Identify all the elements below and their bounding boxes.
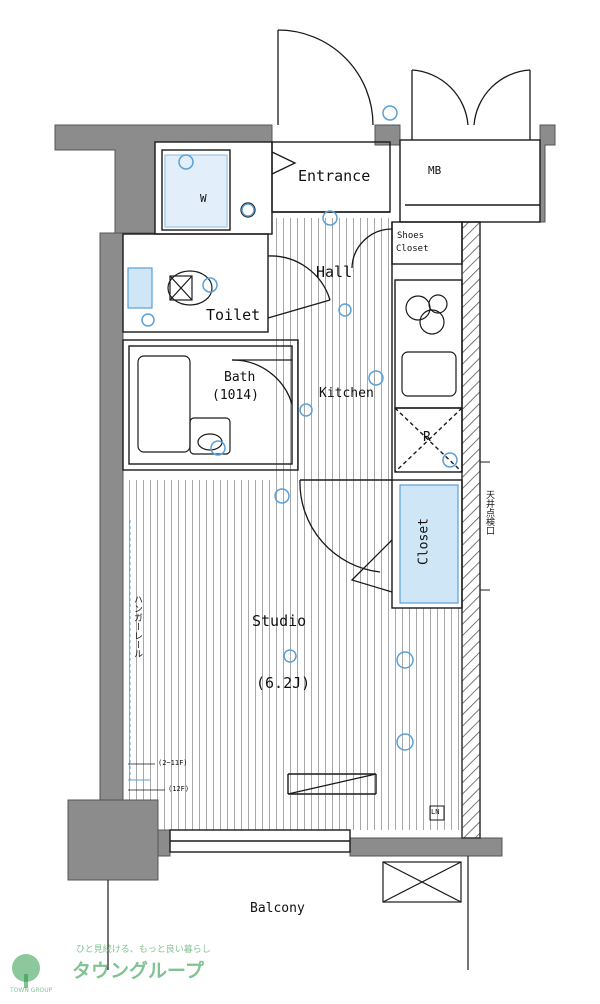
brand-subname: TOWN GROUP bbox=[10, 987, 53, 994]
label-floor-range-2: (12F) bbox=[168, 785, 190, 793]
brand-tagline: ひと見続ける、もっと良い暮らし bbox=[76, 945, 211, 955]
label-studio-size: (6.2J) bbox=[256, 674, 311, 692]
hall-floor bbox=[272, 218, 392, 480]
label-hall: Hall bbox=[316, 263, 353, 281]
brand-logo: ひと見続ける、もっと良い暮らし タウングループ TOWN GROUP bbox=[4, 944, 254, 1000]
interior-walls bbox=[122, 139, 541, 853]
balcony-outline bbox=[107, 856, 469, 970]
lights bbox=[141, 105, 458, 751]
label-studio: Studio bbox=[252, 612, 307, 630]
label-floor-range-1: (2~11F) bbox=[158, 759, 188, 767]
label-kitchen: Kitchen bbox=[319, 386, 374, 401]
label-ln: LN bbox=[431, 808, 440, 816]
studio-floor bbox=[123, 480, 461, 830]
exterior-walls bbox=[54, 124, 556, 881]
label-ceiling-storage: 天井点検口 bbox=[484, 490, 494, 535]
label-shoes: Shoes bbox=[397, 231, 425, 241]
brand-name: タウングループ bbox=[72, 960, 204, 982]
label-toilet: Toilet bbox=[206, 306, 261, 324]
label-hanger-rail: ハンガーレール bbox=[132, 595, 142, 658]
label-washer: W bbox=[200, 192, 207, 205]
label-mb: MB bbox=[428, 164, 442, 177]
right-wall bbox=[461, 221, 481, 839]
label-closet: Closet bbox=[416, 518, 432, 565]
label-bath-size: (1014) bbox=[212, 388, 259, 403]
label-entrance: Entrance bbox=[298, 167, 371, 185]
doors bbox=[231, 29, 531, 593]
ln-box bbox=[429, 805, 445, 821]
fixtures bbox=[127, 154, 457, 455]
closet-fill bbox=[399, 484, 459, 604]
label-fridge: R bbox=[423, 430, 431, 445]
label-balcony: Balcony bbox=[250, 901, 305, 916]
label-bath: Bath bbox=[224, 370, 256, 385]
label-shoes-closet: Closet bbox=[396, 244, 429, 254]
